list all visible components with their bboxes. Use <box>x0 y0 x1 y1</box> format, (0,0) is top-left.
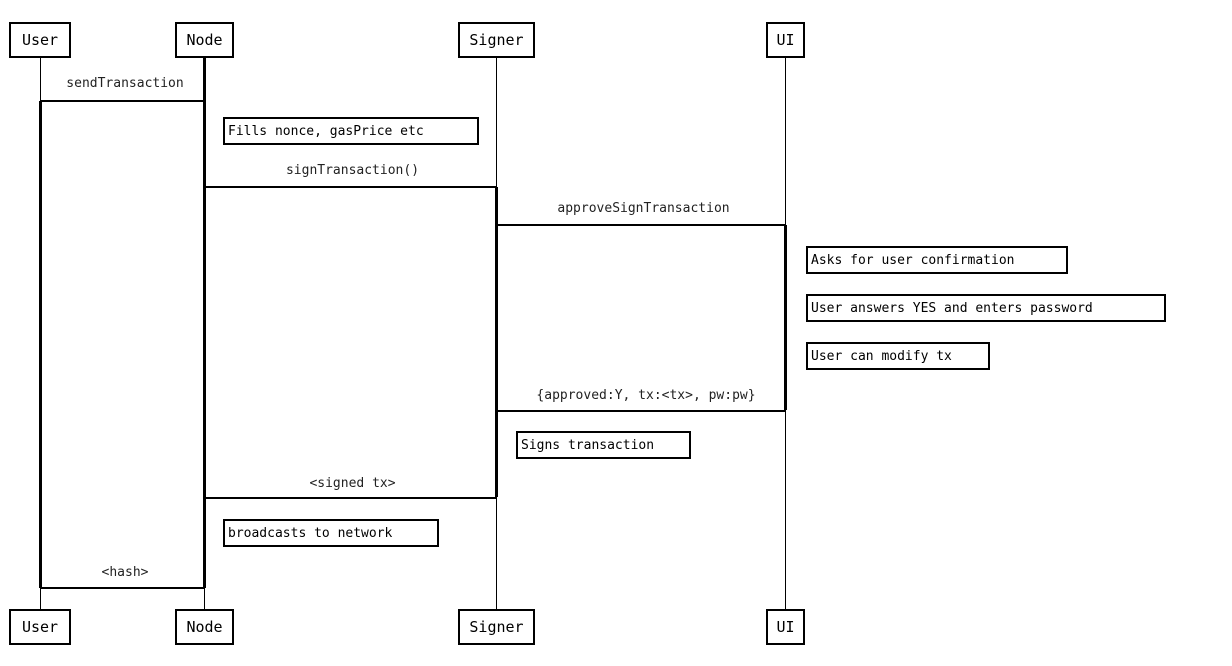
approve-sign-transaction-label: approveSignTransaction <box>557 201 730 216</box>
signer-activation-2 <box>495 225 498 497</box>
hash-label: <hash> <box>101 565 149 580</box>
user-activation <box>39 101 42 588</box>
node-activation-1 <box>203 58 206 187</box>
note-user-answers-yes: User answers YES and enters password <box>806 294 1166 322</box>
approve-sign-transaction-line <box>496 224 786 226</box>
send-transaction-label: sendTransaction <box>66 76 184 91</box>
participant-ui-bottom[interactable]: UI <box>766 609 805 645</box>
participant-node-bottom[interactable]: Node <box>175 609 234 645</box>
signer-activation-1 <box>495 187 498 225</box>
note-broadcasts-network: broadcasts to network <box>223 519 439 547</box>
approval-response-line <box>496 410 786 412</box>
participant-ui-top[interactable]: UI <box>766 22 805 58</box>
note-text: Signs transaction <box>521 437 655 453</box>
ui-activation <box>784 225 787 410</box>
participant-signer-top[interactable]: Signer <box>458 22 535 58</box>
note-text: Fills nonce, gasPrice etc <box>228 123 424 139</box>
note-text: Asks for user confirmation <box>811 252 1015 268</box>
participant-node-top[interactable]: Node <box>175 22 234 58</box>
signed-tx-line <box>204 497 496 499</box>
note-fills-nonce: Fills nonce, gasPrice etc <box>223 117 479 145</box>
note-text: broadcasts to network <box>228 525 393 541</box>
sign-transaction-line <box>204 186 496 188</box>
note-text: User answers YES and enters password <box>811 300 1093 316</box>
signed-tx-label: <signed tx> <box>309 476 396 491</box>
send-transaction-line <box>40 100 204 102</box>
hash-line <box>40 587 204 589</box>
approval-response-label: {approved:Y, tx:<tx>, pw:pw} <box>536 388 756 403</box>
participant-signer-bottom[interactable]: Signer <box>458 609 535 645</box>
participant-user-top[interactable]: User <box>9 22 71 58</box>
note-user-can-modify: User can modify tx <box>806 342 990 370</box>
participant-user-bottom[interactable]: User <box>9 609 71 645</box>
note-signs-transaction: Signs transaction <box>516 431 691 459</box>
sign-transaction-label: signTransaction() <box>285 163 420 178</box>
node-activation-2 <box>203 187 206 588</box>
note-text: User can modify tx <box>811 348 952 364</box>
note-asks-confirmation: Asks for user confirmation <box>806 246 1068 274</box>
